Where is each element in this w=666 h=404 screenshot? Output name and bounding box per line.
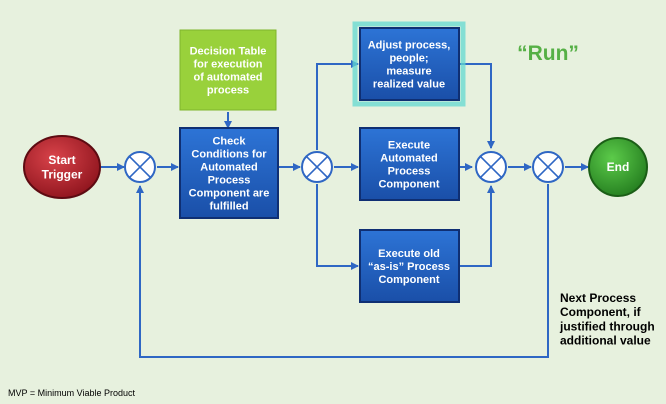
junction-2 xyxy=(301,151,333,183)
end-node: End xyxy=(588,137,648,197)
end-label: End xyxy=(607,160,630,174)
connector-lines xyxy=(101,60,589,358)
footnote: MVP = Minimum Viable Product xyxy=(8,388,135,398)
junction-4 xyxy=(532,151,564,183)
arrow-feedback-loop xyxy=(136,184,549,358)
arrow-adjust-to-junction3 xyxy=(460,63,495,149)
arrow-junction2-to-adjust xyxy=(316,60,359,150)
arrow-execute-old-to-junction3 xyxy=(460,185,495,267)
junction-3 xyxy=(475,151,507,183)
junction-1 xyxy=(124,151,156,183)
arrow-junction2-to-execute-old xyxy=(316,184,359,270)
run-label: “Run” xyxy=(517,42,579,65)
